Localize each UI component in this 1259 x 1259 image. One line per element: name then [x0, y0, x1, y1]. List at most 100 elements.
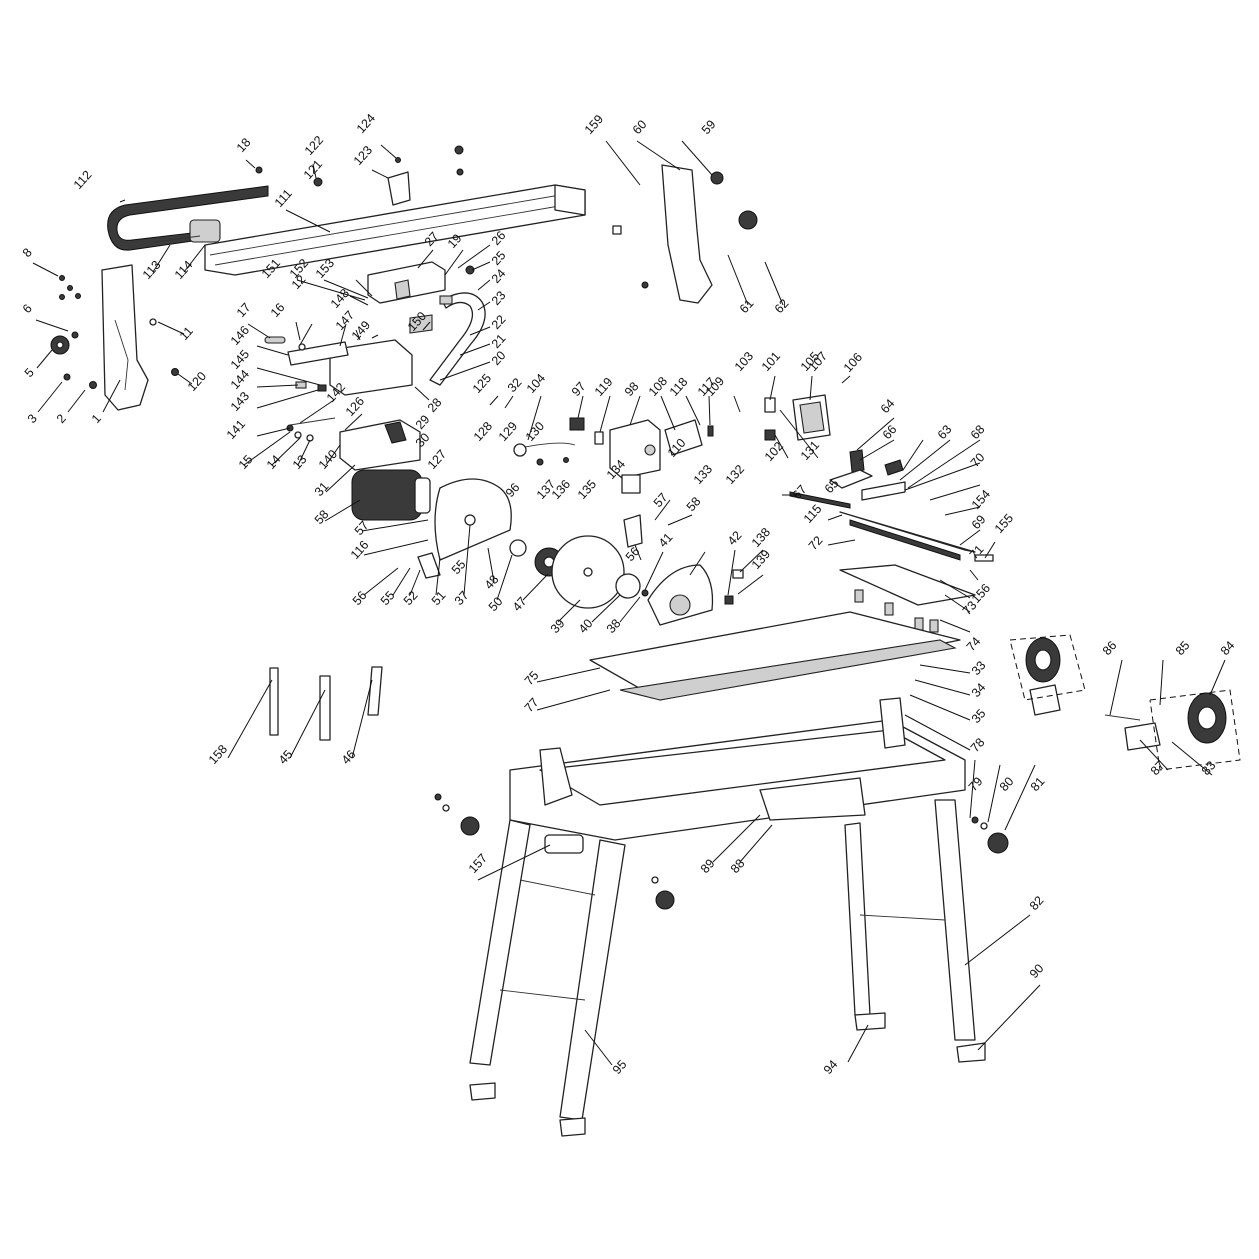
callout-25: 25	[489, 248, 509, 268]
leader-lines	[32, 140, 1226, 1066]
wheel-assembly-right	[1104, 689, 1241, 771]
carriage-block	[367, 261, 446, 304]
callout-15: 15	[236, 452, 256, 472]
callout-158: 158	[206, 742, 230, 767]
callout-90: 90	[1027, 961, 1047, 981]
callout-120: 120	[185, 369, 209, 394]
callout-24: 24	[489, 266, 509, 286]
motor	[351, 469, 431, 521]
table-frame	[509, 697, 966, 841]
callout-83: 83	[1199, 758, 1219, 778]
callout-42: 42	[725, 528, 745, 548]
callout-68: 68	[968, 422, 988, 442]
callout-81: 81	[1028, 774, 1048, 794]
callout-5: 5	[22, 365, 37, 380]
callout-18: 18	[234, 135, 254, 155]
callout-157: 157	[466, 851, 490, 876]
callout-38: 38	[604, 616, 624, 636]
callout-88: 88	[728, 856, 748, 876]
callout-41: 41	[656, 530, 676, 550]
callout-80: 80	[997, 774, 1017, 794]
callout-78: 78	[968, 735, 988, 755]
callout-23: 23	[489, 288, 509, 308]
callout-32: 32	[505, 375, 525, 395]
callout-98: 98	[622, 379, 642, 399]
callout-66: 66	[880, 422, 900, 442]
switch-box	[609, 419, 661, 479]
callout-123: 123	[351, 143, 375, 168]
callout-130: 130	[523, 419, 547, 444]
saw-blade	[551, 535, 625, 609]
callout-129: 129	[496, 419, 520, 444]
callout-159: 159	[582, 112, 606, 137]
callout-56-alt: 56	[623, 544, 643, 564]
callout-45: 45	[276, 747, 296, 767]
callout-122: 122	[302, 133, 326, 158]
callout-39: 39	[548, 616, 568, 636]
callout-57: 57	[352, 518, 372, 538]
callout-146: 146	[228, 323, 252, 348]
wheel-assembly-left	[1009, 634, 1086, 716]
callout-72: 72	[806, 533, 826, 553]
knob-left	[50, 335, 70, 355]
left-end-plate	[101, 264, 149, 411]
legs-left	[469, 819, 626, 1121]
callout-139: 139	[749, 547, 773, 572]
callout-145: 145	[228, 347, 252, 372]
blade-guard-back	[434, 478, 512, 561]
guide-rail	[204, 184, 586, 276]
callout-74: 74	[964, 634, 984, 654]
callout-102: 102	[762, 439, 786, 464]
callout-58: 58	[312, 507, 332, 527]
callout-60: 60	[630, 117, 650, 137]
callout-55: 55	[378, 588, 398, 608]
callout-138: 138	[749, 525, 773, 550]
callout-101: 101	[759, 349, 783, 374]
callout-52: 52	[401, 588, 421, 608]
callout-31: 31	[312, 479, 332, 499]
callout-108: 108	[646, 374, 670, 399]
callout-13: 13	[290, 452, 310, 472]
callout-17: 17	[234, 300, 254, 320]
parts-drawing	[50, 145, 1241, 1137]
callout-61: 61	[737, 296, 757, 316]
callout-125: 125	[470, 371, 494, 396]
rail-end-block	[154, 219, 221, 243]
callout-79: 79	[966, 774, 986, 794]
callout-14: 14	[264, 452, 284, 472]
callout-69: 69	[969, 512, 989, 532]
callout-124: 124	[354, 111, 378, 136]
handle	[429, 292, 486, 386]
callout-1: 1	[89, 411, 104, 426]
callout-131: 131	[798, 438, 822, 463]
right-end-plate	[661, 164, 713, 304]
callout-16: 16	[268, 300, 288, 320]
callout-118: 118	[667, 375, 691, 399]
callout-56: 56	[350, 588, 370, 608]
callout-47: 47	[510, 594, 530, 614]
callout-64: 64	[878, 396, 898, 416]
callout-50: 50	[486, 594, 506, 614]
table-top	[589, 611, 961, 701]
callout-144: 144	[228, 367, 252, 392]
callout-116: 116	[348, 538, 372, 562]
callout-84: 84	[1218, 638, 1238, 658]
callout-8: 8	[20, 245, 35, 260]
callout-77: 77	[522, 695, 542, 715]
callout-103: 103	[732, 349, 756, 374]
callout-87: 87	[1148, 758, 1168, 778]
callout-112: 112	[71, 168, 95, 192]
callout-135: 135	[575, 477, 599, 502]
callout-126: 126	[343, 394, 367, 419]
callout-22: 22	[489, 312, 509, 332]
callout-11: 11	[177, 324, 196, 343]
callout-63: 63	[935, 422, 955, 442]
callout-128: 128	[471, 419, 495, 444]
callout-75: 75	[522, 668, 542, 688]
callout-119: 119	[592, 375, 616, 399]
callout-59: 59	[699, 117, 719, 137]
callout-155: 155	[992, 511, 1016, 536]
callout-21: 21	[489, 331, 509, 351]
callout-85: 85	[1173, 638, 1193, 658]
